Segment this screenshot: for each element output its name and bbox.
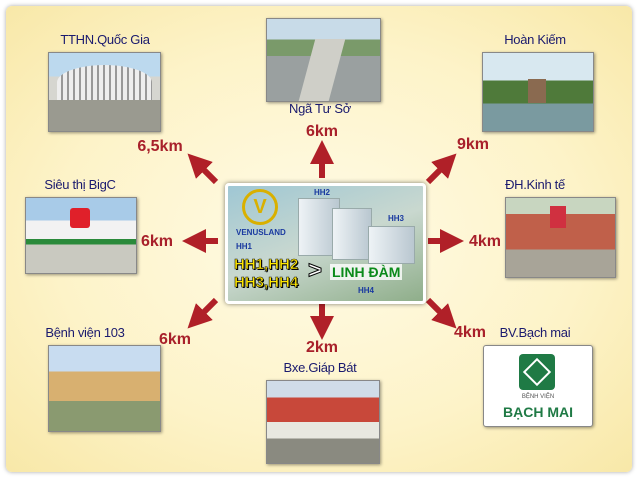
place-label-bach-mai: BV.Bạch mai [499, 325, 571, 340]
photo-kinh-te [505, 197, 616, 278]
arrow-103 [187, 297, 219, 329]
building-tag-hh4: HH4 [358, 286, 375, 295]
center-destination: LINH ĐÀM [330, 264, 403, 280]
place-label-hoan-kiem: Hoàn Kiếm [504, 32, 566, 47]
distance-103: 6km [158, 331, 192, 348]
arrow-tthn [187, 153, 219, 185]
arrow-bach-mai [425, 297, 457, 329]
place-label-tthn: TTHN.Quốc Gia [60, 32, 150, 47]
distance-bigc: 6km [140, 233, 174, 250]
place-label-nga-tu-so: Ngã Tư Sở [289, 101, 351, 116]
place-label-giap-bat: Bxe.Giáp Bát [283, 360, 357, 375]
distance-giap-bat: 2km [305, 339, 339, 356]
photo-nga-tu-so [266, 18, 381, 102]
photo-giap-bat [266, 380, 380, 464]
place-label-kinh-te: ĐH.Kinh tế [505, 177, 565, 192]
distance-kinh-te: 4km [468, 233, 502, 250]
bach-mai-small-text: BỆNH VIỆN [521, 394, 555, 400]
distance-hoan-kiem: 9km [456, 136, 490, 153]
logo-text: VENUSLAND [236, 228, 286, 237]
building-tag-hh2: HH2 [314, 188, 331, 197]
arrow-hoan-kiem [425, 153, 457, 185]
distance-nga-tu-so: 6km [305, 123, 339, 140]
building-tag-hh3: HH3 [388, 214, 405, 223]
venusland-logo-icon: V [242, 189, 278, 225]
center-symbol: > [307, 257, 323, 284]
bach-mai-emblem-icon [519, 354, 555, 390]
place-label-bigc: Siêu thị BigC [44, 177, 116, 192]
distance-bach-mai: 4km [453, 324, 487, 341]
center-project-image: V VENUSLAND HH2 HH3 HH4 HH1 HH1,HH2 HH3,… [225, 183, 426, 304]
place-label-103: Bệnh viện 103 [45, 325, 125, 340]
building-tag-hh1: HH1 [236, 242, 253, 251]
bach-mai-big-text: BẠCH MAI [503, 404, 573, 420]
photo-hoan-kiem [482, 52, 594, 132]
photo-103 [48, 345, 161, 432]
photo-tthn [48, 52, 161, 132]
center-line2: HH3,HH4 [234, 274, 299, 292]
logo-bach-mai: BỆNH VIỆN BẠCH MAI [483, 345, 593, 427]
distance-tthn: 6,5km [137, 138, 183, 155]
photo-bigc [25, 197, 137, 274]
center-line1: HH1,HH2 [234, 256, 299, 274]
